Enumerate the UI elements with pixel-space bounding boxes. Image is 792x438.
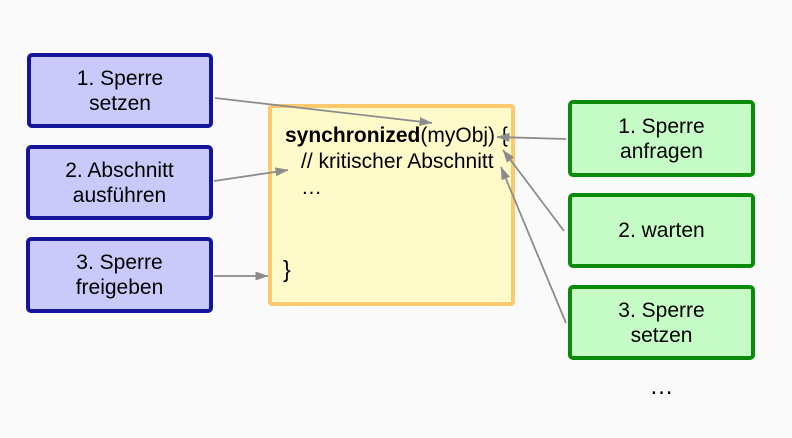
trailing-ellipsis: … [649, 373, 674, 400]
left-step-3-line-1: 3. Sperre [76, 251, 163, 274]
right-step-1-line-1: 1. Sperre [618, 114, 705, 138]
code-box: synchronized(myObj) { // kritischer Absc… [268, 104, 515, 306]
left-step-2-line-2: ausführen [72, 183, 167, 207]
right-step-2-line-1: 2. warten [618, 219, 705, 242]
code-line-ellipsis: … [301, 176, 322, 199]
right-step-box-1: 1. Sperre anfragen [568, 100, 755, 177]
right-step-3-line-2: setzen [630, 323, 693, 347]
code-call: (myObj) { [420, 124, 508, 147]
right-step-box-2: 2. warten [568, 193, 755, 268]
left-step-1-line-1: 1. Sperre [76, 66, 164, 90]
right-step-box-3: 3. Sperre setzen [568, 285, 755, 360]
left-step-box-2: 2. Abschnitt ausführen [26, 145, 213, 220]
left-step-2-line-1: 2. Abschnitt [65, 158, 174, 182]
code-keyword: synchronized [285, 124, 421, 147]
left-step-box-1: 1. Sperre setzen [27, 53, 213, 128]
left-step-3-line-2: freigeben [75, 276, 164, 299]
code-closing-brace: } [283, 256, 291, 282]
left-step-1-line-2: setzen [89, 91, 151, 115]
code-line-synchronized: synchronized(myObj) { [285, 123, 508, 149]
right-step-1-line-2: anfragen [620, 139, 703, 163]
code-lines: synchronized(myObj) { // kritischer Absc… [285, 123, 508, 201]
code-line-comment: // kritischer Abschnitt [301, 150, 494, 173]
right-step-3-line-1: 3. Sperre [618, 298, 705, 322]
left-step-box-3: 3. Sperre freigeben [26, 237, 213, 313]
